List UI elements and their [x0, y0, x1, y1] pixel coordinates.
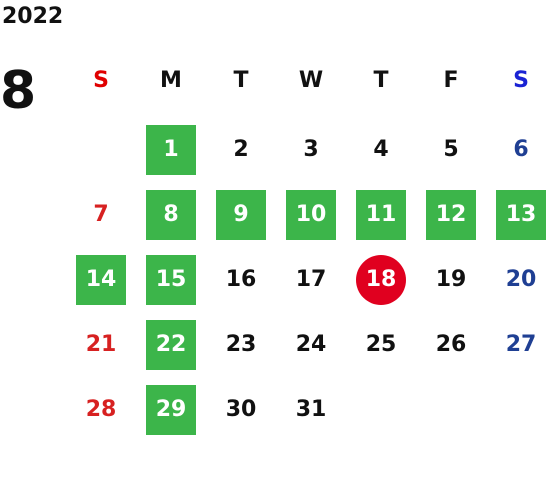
weekday-header: M [160, 68, 182, 93]
day-cell[interactable]: 21 [85, 332, 117, 357]
day-cell[interactable]: 7 [93, 202, 109, 227]
day-cell-holiday[interactable]: 22 [146, 320, 196, 370]
day-cell[interactable]: 25 [365, 332, 397, 357]
day-cell[interactable]: 31 [295, 397, 327, 422]
month-label: 8 [0, 61, 37, 121]
day-cell[interactable]: 4 [373, 137, 389, 162]
day-cell-holiday[interactable]: 1 [146, 125, 196, 175]
day-cell-holiday[interactable]: 12 [426, 190, 476, 240]
day-cell-holiday[interactable]: 11 [356, 190, 406, 240]
day-cell-holiday[interactable]: 13 [496, 190, 546, 240]
day-cell[interactable]: 5 [443, 137, 459, 162]
day-cell[interactable]: 2 [233, 137, 249, 162]
day-cell-holiday[interactable]: 8 [146, 190, 196, 240]
day-cell-holiday[interactable]: 14 [76, 255, 126, 305]
weekday-header: T [233, 68, 249, 93]
day-cell[interactable]: 24 [295, 332, 327, 357]
weekday-header: S [93, 68, 109, 93]
day-cell[interactable]: 3 [303, 137, 319, 162]
year-label: 2022 [2, 4, 64, 29]
day-cell-holiday[interactable]: 29 [146, 385, 196, 435]
day-cell[interactable]: 20 [505, 267, 537, 292]
day-cell[interactable]: 6 [513, 137, 529, 162]
weekday-header: F [443, 68, 459, 93]
day-cell[interactable]: 23 [225, 332, 257, 357]
day-cell[interactable]: 16 [225, 267, 257, 292]
day-cell[interactable]: 17 [295, 267, 327, 292]
day-cell[interactable]: 30 [225, 397, 257, 422]
day-cell-holiday[interactable]: 9 [216, 190, 266, 240]
weekday-header: S [513, 68, 529, 93]
weekday-header: T [373, 68, 389, 93]
weekday-header: W [298, 68, 324, 93]
day-cell[interactable]: 19 [435, 267, 467, 292]
day-cell[interactable]: 27 [505, 332, 537, 357]
day-cell[interactable]: 28 [85, 397, 117, 422]
day-cell-holiday[interactable]: 10 [286, 190, 336, 240]
day-cell-today[interactable]: 18 [356, 255, 406, 305]
day-cell[interactable]: 26 [435, 332, 467, 357]
day-cell-holiday[interactable]: 15 [146, 255, 196, 305]
